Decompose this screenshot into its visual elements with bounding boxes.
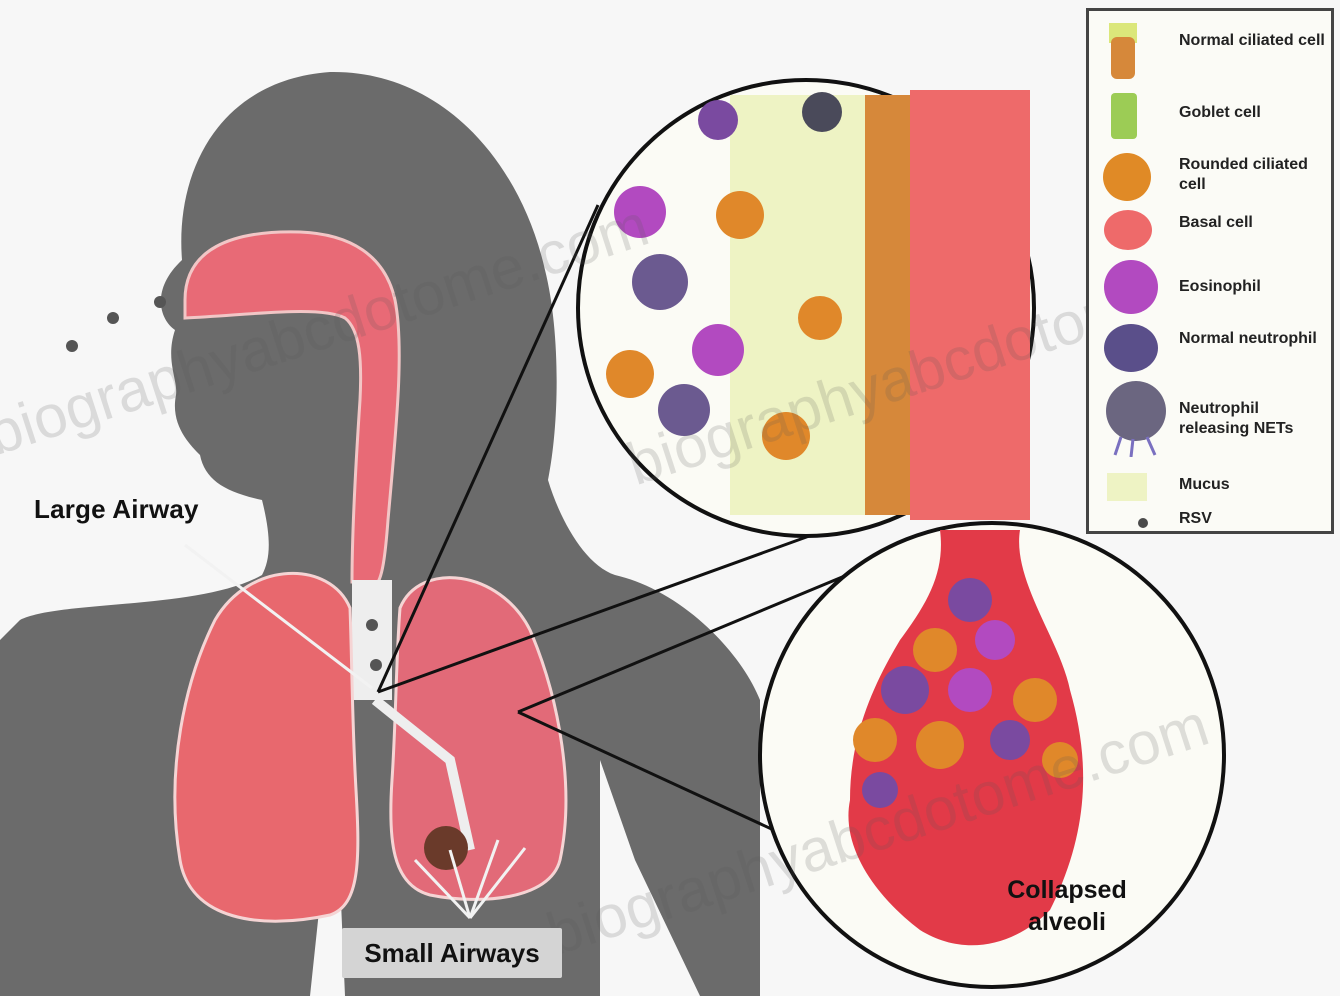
legend-label-rounded-ciliated-cell: Rounded ciliated cell — [1179, 155, 1329, 195]
legend-label-rsv: RSV — [1179, 509, 1329, 529]
legend-item-rounded-ciliated-cell: Rounded ciliated cell — [1089, 147, 1337, 207]
collapsed-alveoli-label: Collapsed alveoli — [1002, 874, 1132, 938]
large-airway-label: Large Airway — [34, 494, 199, 525]
legend-label-goblet-cell: Goblet cell — [1179, 103, 1329, 123]
legend-label-neutrophil-nets: Neutrophil releasing NETs — [1179, 399, 1329, 439]
small-airways-label: Small Airways — [342, 928, 562, 978]
legend-item-basal-cell: Basal cell — [1089, 207, 1337, 253]
legend-label-mucus: Mucus — [1179, 475, 1329, 495]
legend-item-neutrophil-nets: Neutrophil releasing NETs — [1089, 381, 1337, 461]
collapsed-alveoli-line2: alveoli — [1002, 906, 1132, 938]
legend-label-normal-neutrophil: Normal neutrophil — [1179, 329, 1329, 349]
legend-item-mucus: Mucus — [1089, 469, 1337, 505]
rsv-particles — [66, 296, 166, 352]
neutrophil-releasing-nets-icon — [1103, 381, 1169, 457]
normal-neutrophil-icon — [1103, 321, 1159, 375]
legend-item-rsv: RSV — [1089, 505, 1337, 533]
basal-cell-icon — [1103, 207, 1153, 253]
collapsed-alveoli-line1: Collapsed — [1002, 874, 1132, 906]
legend-item-normal-neutrophil: Normal neutrophil — [1089, 321, 1337, 379]
legend-item-normal-ciliated-cell: Normal ciliated cell — [1089, 19, 1337, 85]
airway-magnified-view — [578, 80, 1034, 536]
mucus-icon — [1103, 469, 1151, 505]
legend-label-normal-ciliated-cell: Normal ciliated cell — [1179, 31, 1329, 51]
legend-label-eosinophil: Eosinophil — [1179, 277, 1329, 297]
legend-item-goblet-cell: Goblet cell — [1089, 89, 1337, 143]
legend-label-basal-cell: Basal cell — [1179, 213, 1329, 233]
rsv-particle-icon — [1103, 505, 1151, 533]
alveoli-magnified-view — [760, 523, 1224, 987]
goblet-cell-icon — [1103, 89, 1143, 143]
normal-ciliated-cell-icon — [1103, 21, 1143, 83]
eosinophil-icon — [1103, 259, 1159, 315]
rounded-ciliated-cell-icon — [1103, 147, 1151, 205]
legend: Normal ciliated cell Goblet cell Rounded… — [1086, 8, 1334, 534]
legend-item-eosinophil: Eosinophil — [1089, 259, 1337, 319]
